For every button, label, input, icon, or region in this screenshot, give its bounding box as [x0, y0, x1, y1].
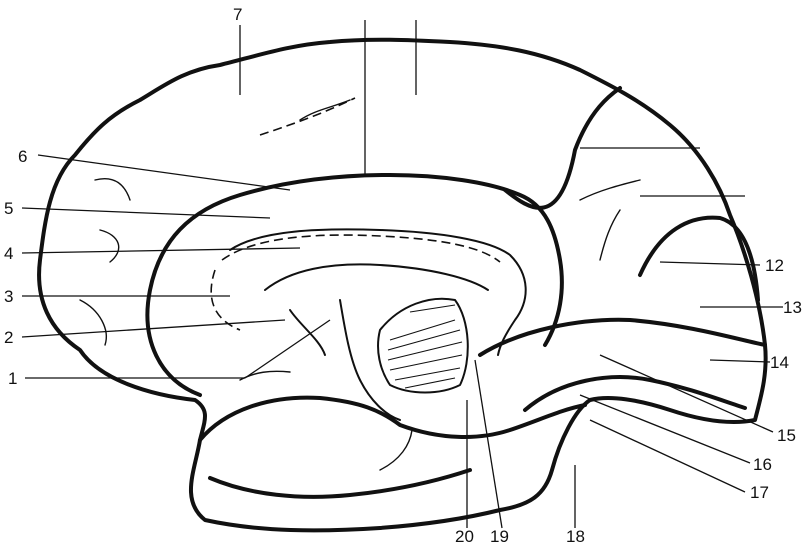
gyral-detail-1: [94, 178, 131, 201]
corpus-callosum-inner: [264, 263, 489, 291]
central-sulcus-dashed: [259, 97, 356, 136]
label-2: 2: [4, 328, 13, 347]
uncus-outline: [208, 468, 472, 499]
label-5: 5: [4, 199, 13, 218]
gyral-detail-2: [99, 229, 120, 263]
label-6: 6: [18, 147, 27, 166]
label-20: 20: [455, 527, 474, 546]
label-15: 15: [777, 426, 796, 445]
label-14: 14: [770, 353, 789, 372]
fornix-outline: [289, 309, 326, 356]
label-17: 17: [750, 483, 769, 502]
corpus-callosum-dashed: [221, 234, 501, 263]
parieto-occipital-sulcus: [503, 86, 622, 210]
gyral-detail-7: [379, 429, 413, 471]
label-4: 4: [4, 244, 13, 263]
genu-dashed: [210, 269, 241, 331]
calcarine-sulcus: [478, 317, 767, 357]
hemisphere-outline: [37, 37, 768, 533]
septum-outline: [339, 299, 401, 421]
cingulate-outline: [145, 173, 564, 397]
label-7: 7: [233, 5, 242, 24]
occipital-gyrus-outline: [638, 215, 760, 302]
corpus-callosum-outline: [229, 228, 527, 356]
collateral-sulcus: [523, 375, 747, 412]
label-16: 16: [753, 455, 772, 474]
label-3: 3: [4, 287, 13, 306]
gyral-detail-3: [79, 299, 107, 346]
leader-lines: [21, 20, 783, 529]
gyral-detail-6: [599, 209, 621, 261]
label-1: 1: [8, 369, 17, 388]
label-13: 13: [783, 298, 802, 317]
thalamus-hatch: [377, 297, 469, 394]
label-12: 12: [765, 256, 784, 275]
label-18: 18: [566, 527, 585, 546]
hippocampal-gyrus-outline: [198, 395, 587, 442]
label-19: 19: [490, 527, 509, 546]
gyral-detail-5: [579, 179, 641, 201]
